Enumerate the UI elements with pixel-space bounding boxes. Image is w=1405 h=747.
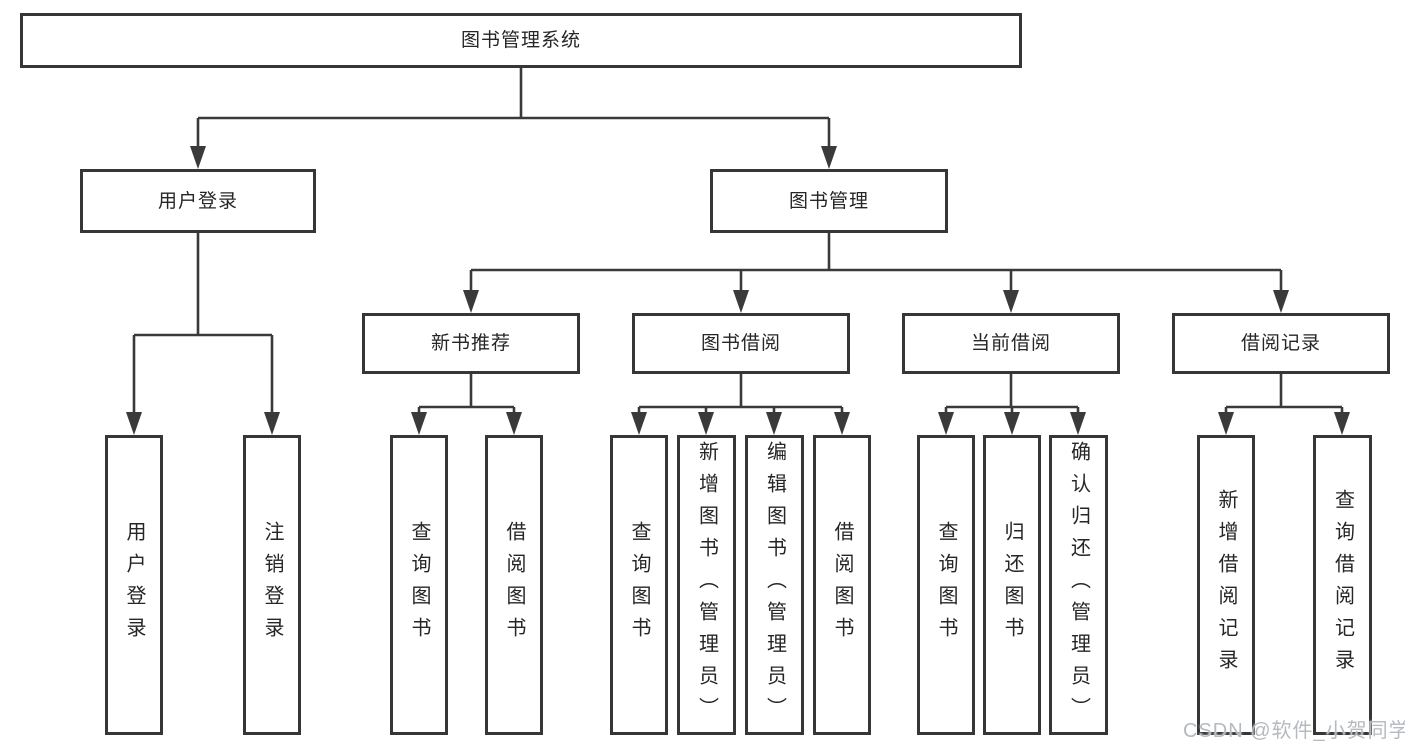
node-leaf-edit-books-admin: 编辑图书（管理员） (745, 435, 804, 735)
node-label: 注销登录 (261, 521, 283, 649)
node-library-management-system: 图书管理系统 (20, 13, 1022, 68)
node-label: 图书管理 (788, 190, 869, 212)
node-label: 新增图书（管理员） (695, 441, 718, 729)
node-leaf-user-login: 用户登录 (105, 435, 163, 735)
node-label: 借阅图书 (503, 521, 525, 649)
node-label: 用户登录 (123, 521, 145, 649)
node-leaf-add-books-admin: 新增图书（管理员） (677, 435, 736, 735)
node-label: 图书管理系统 (460, 30, 581, 51)
node-label: 图书借阅 (700, 333, 781, 354)
node-label: 用户登录 (157, 190, 238, 212)
node-leaf-query-books-borrowing: 查询图书 (610, 435, 668, 735)
node-leaf-add-borrow-record: 新增借阅记录 (1197, 435, 1255, 735)
node-label: 归还图书 (1001, 521, 1023, 649)
node-leaf-query-borrow-record: 查询借阅记录 (1313, 435, 1372, 735)
node-label: 当前借阅 (970, 333, 1051, 354)
node-leaf-query-books-current: 查询图书 (917, 435, 975, 735)
node-label: 新增借阅记录 (1215, 489, 1237, 681)
node-user-login-branch: 用户登录 (80, 169, 316, 233)
node-label: 确认归还（管理员） (1067, 441, 1090, 729)
node-book-borrowing: 图书借阅 (632, 313, 850, 374)
node-current-borrowing: 当前借阅 (902, 313, 1120, 374)
node-leaf-confirm-return-admin: 确认归还（管理员） (1049, 435, 1108, 735)
node-label: 借阅记录 (1240, 333, 1321, 354)
node-label: 查询图书 (628, 521, 650, 649)
node-new-book-recommendation: 新书推荐 (362, 313, 580, 374)
node-borrowing-records: 借阅记录 (1172, 313, 1390, 374)
node-book-management-branch: 图书管理 (710, 169, 948, 233)
csdn-watermark: CSDN @软件_小贺同学 (1183, 720, 1405, 742)
node-leaf-borrow-books-borrowing: 借阅图书 (813, 435, 871, 735)
node-leaf-return-books: 归还图书 (983, 435, 1041, 735)
node-label: 编辑图书（管理员） (763, 441, 786, 729)
node-leaf-logout-login: 注销登录 (243, 435, 301, 735)
node-label: 查询借阅记录 (1331, 489, 1354, 681)
node-label: 借阅图书 (831, 521, 853, 649)
node-label: 新书推荐 (430, 333, 511, 354)
node-leaf-borrow-books-recommend: 借阅图书 (485, 435, 543, 735)
node-label: 查询图书 (408, 521, 430, 649)
node-label: 查询图书 (935, 521, 957, 649)
node-leaf-query-books-recommend: 查询图书 (390, 435, 448, 735)
